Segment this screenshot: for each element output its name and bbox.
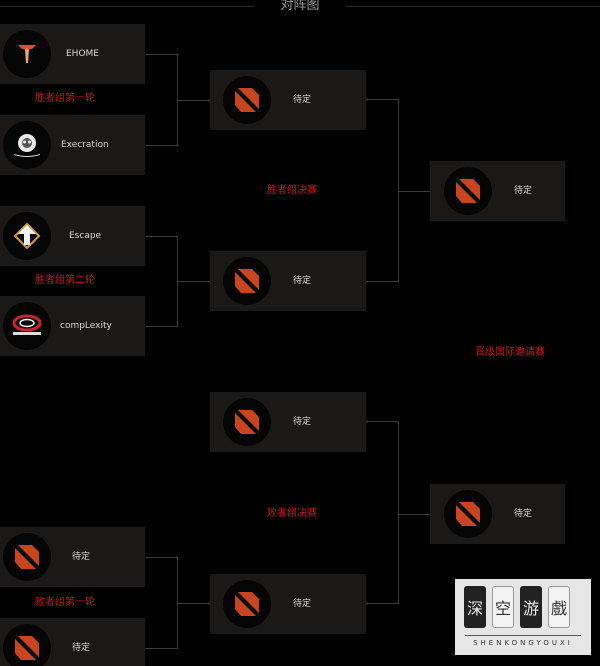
watermark-subtitle: SHENKONGYOUXI <box>473 639 573 647</box>
connector <box>398 191 430 192</box>
dota-logo-icon <box>223 398 271 446</box>
dota-logo-icon <box>223 580 271 628</box>
watermark-char: 深 <box>464 586 486 628</box>
slot-name: 待定 <box>72 643 91 653</box>
connector <box>177 281 210 282</box>
connector <box>177 100 210 101</box>
dota-logo-icon <box>223 76 271 124</box>
complexity-logo-icon <box>3 302 51 350</box>
team-card-escape[interactable]: Escape <box>0 206 145 266</box>
watermark-char: 游 <box>520 586 542 628</box>
team-card-execration[interactable]: Execration <box>0 115 145 175</box>
connector <box>398 99 399 282</box>
slot-name: 待定 <box>72 552 91 562</box>
round-label-winners-final: 胜者组决赛 <box>267 185 317 196</box>
watermark-divider <box>465 635 581 636</box>
connector <box>145 54 178 55</box>
slot-name: 待定 <box>293 276 312 286</box>
dota-logo-icon <box>3 533 51 581</box>
connector <box>145 145 178 146</box>
round-label-winners-r2: 胜者组第二轮 <box>35 275 95 286</box>
title-divider-right <box>345 6 600 7</box>
advance-label: 晋级国际邀请赛 <box>475 347 545 358</box>
losers-final-slot-2[interactable]: 待定 <box>210 574 366 634</box>
title-divider-left <box>0 6 255 7</box>
escape-logo-icon <box>3 212 51 260</box>
connector <box>177 603 210 604</box>
watermark-logo: 深 空 游 戲 SHENKONGYOUXI <box>455 579 591 655</box>
ehome-logo-icon <box>3 30 51 78</box>
slot-name: 待定 <box>514 509 533 519</box>
round-label-winners-r1: 胜者组第一轮 <box>35 93 95 104</box>
dota-logo-icon <box>444 490 492 538</box>
losers-final-slot-1[interactable]: 待定 <box>210 392 366 452</box>
watermark-char: 空 <box>492 586 514 628</box>
connector <box>398 514 430 515</box>
connector <box>366 281 399 282</box>
round-label-losers-final: 败者组决赛 <box>267 508 317 519</box>
slot-name: 待定 <box>293 599 312 609</box>
connector <box>366 603 399 604</box>
watermark-char: 戲 <box>548 586 570 628</box>
slot-name: 待定 <box>293 95 312 105</box>
slot-name: 待定 <box>514 186 533 196</box>
round-label-losers-r1: 败者组第一轮 <box>35 597 95 608</box>
connector <box>145 648 178 649</box>
losers-bracket-winner-slot[interactable]: 待定 <box>430 484 565 544</box>
dota-logo-icon <box>444 167 492 215</box>
dota-logo-icon <box>3 624 51 666</box>
team-card-complexity[interactable]: compLexity <box>0 296 145 356</box>
connector <box>145 236 178 237</box>
page-title: 对阵图 <box>280 0 320 13</box>
connector <box>398 421 399 604</box>
team-name: Execration <box>61 140 109 150</box>
connector <box>366 99 399 100</box>
connector <box>145 326 178 327</box>
slot-name: 待定 <box>293 417 312 427</box>
team-card-ehome[interactable]: EHOME <box>0 24 145 84</box>
execration-logo-icon <box>3 121 51 169</box>
dota-logo-icon <box>223 257 271 305</box>
connector <box>366 421 399 422</box>
winners-final-slot-2[interactable]: 待定 <box>210 251 366 311</box>
team-name: Escape <box>69 231 102 241</box>
winners-bracket-winner-slot[interactable]: 待定 <box>430 161 565 221</box>
team-name: EHOME <box>66 49 99 59</box>
losers-r1-slot-2[interactable]: 待定 <box>0 618 145 666</box>
losers-r1-slot-1[interactable]: 待定 <box>0 527 145 587</box>
team-name: compLexity <box>60 321 112 331</box>
connector <box>145 557 178 558</box>
winners-final-slot-1[interactable]: 待定 <box>210 70 366 130</box>
